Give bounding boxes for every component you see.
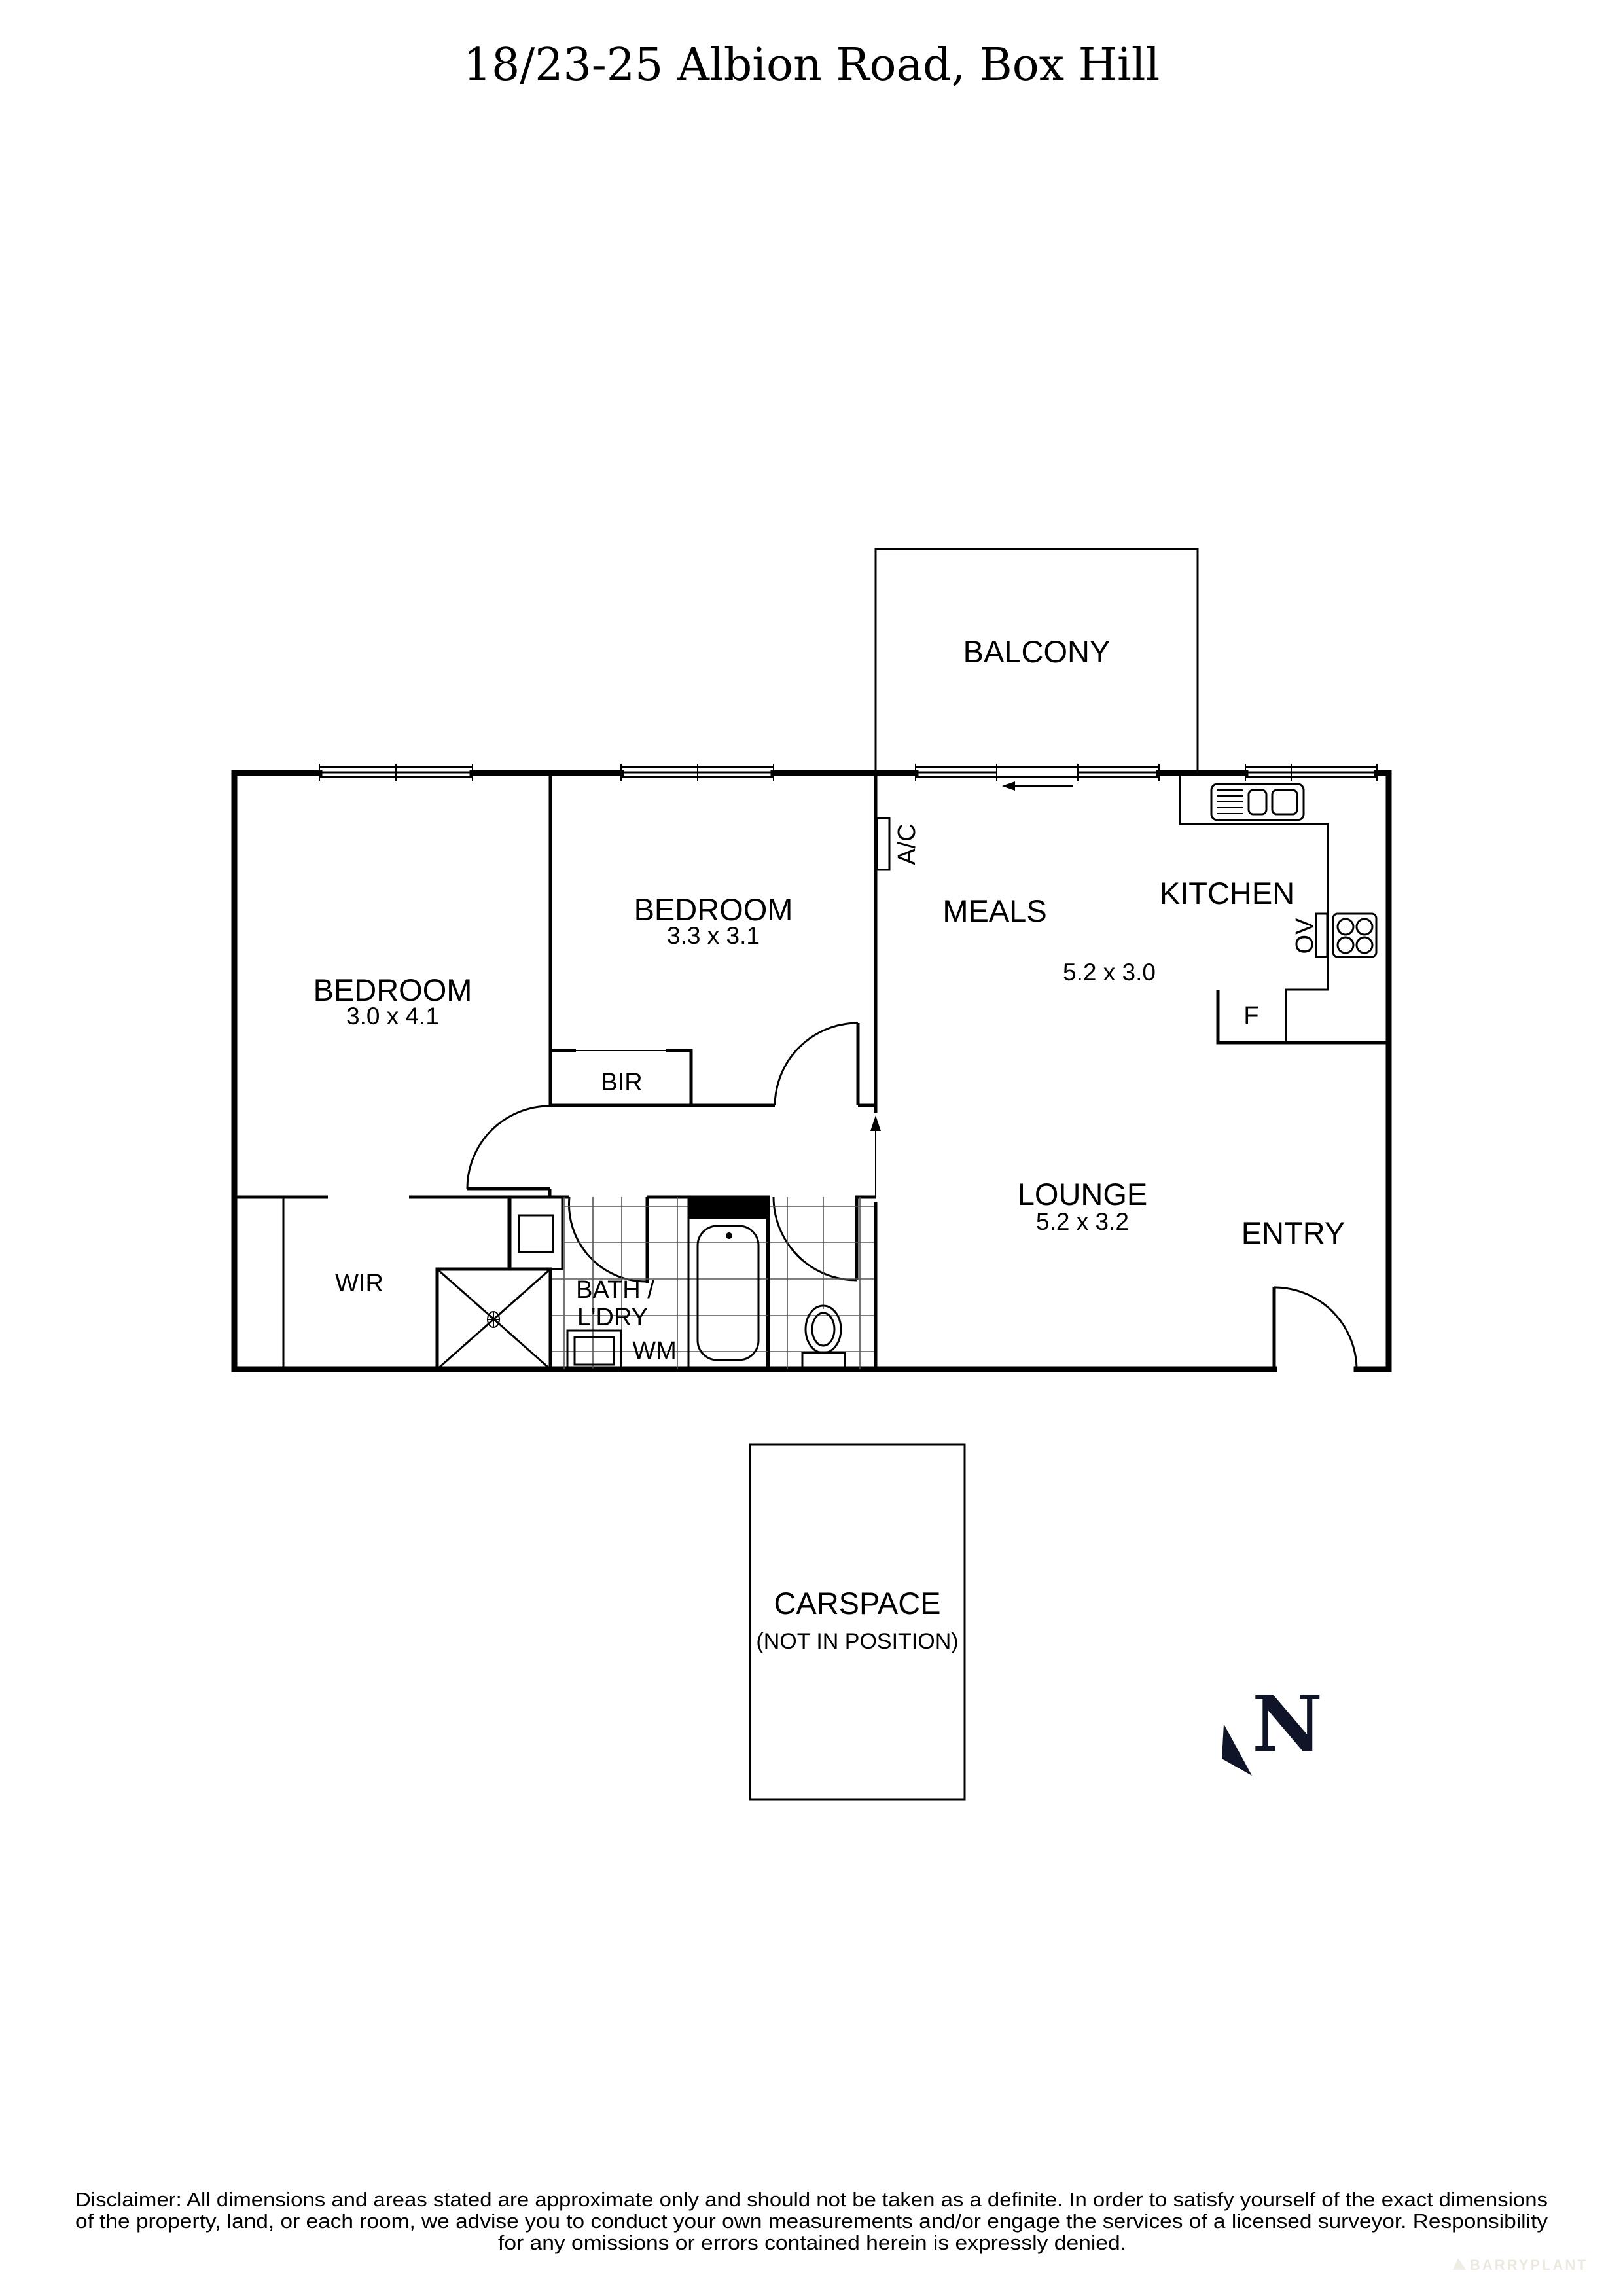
brand-watermark: BARRYPLANT xyxy=(1453,2257,1588,2273)
shower xyxy=(435,1267,552,1371)
outer-walls xyxy=(231,770,1392,1372)
air-conditioner xyxy=(876,817,891,871)
disclaimer: Disclaimer: All dimensions and areas sta… xyxy=(75,2188,1548,2254)
wc-door-swing xyxy=(772,1196,857,1282)
meals-dimensions: 5.2 x 3.0 xyxy=(1063,959,1156,986)
bir-label: BIR xyxy=(601,1069,642,1096)
carspace-sublabel: (NOT IN POSITION) xyxy=(756,1629,958,1654)
oven-label: OV xyxy=(1291,918,1319,954)
interior-walls xyxy=(234,773,1276,1369)
balcony: BALCONY xyxy=(874,548,1199,772)
doors xyxy=(466,1022,1358,1370)
bath-label-line1: BATH / xyxy=(576,1276,654,1304)
balcony-label: BALCONY xyxy=(963,634,1111,669)
entry-label: ENTRY xyxy=(1241,1215,1345,1250)
fridge-label: F xyxy=(1243,1002,1258,1030)
bathroom-fixtures xyxy=(435,1196,874,1371)
watermark-logo-icon xyxy=(1453,2258,1466,2270)
north-arrow-icon xyxy=(1222,1724,1252,1776)
bedroom-2-label: BEDROOM xyxy=(634,892,793,927)
tile-grid xyxy=(550,1197,874,1369)
disclaimer-line-3: for any omissions or errors contained he… xyxy=(498,2231,1126,2254)
window-bedroom-2 xyxy=(620,764,774,781)
lounge-label: LOUNGE xyxy=(1018,1177,1148,1211)
bathtub xyxy=(687,1197,770,1371)
page-title: 18/23-25 Albion Road, Box Hill xyxy=(463,39,1160,91)
ac-label: A/C xyxy=(893,823,921,865)
bath-label-line2: L'DRY xyxy=(577,1304,648,1331)
meals-label: MEALS xyxy=(942,893,1046,928)
lounge-dimensions: 5.2 x 3.2 xyxy=(1036,1208,1129,1235)
wir-label: WIR xyxy=(335,1270,383,1297)
windows xyxy=(319,764,1378,791)
entry-door-swing xyxy=(1274,1286,1358,1370)
kitchen-label: KITCHEN xyxy=(1160,876,1294,910)
bedroom-2-dimensions: 3.3 x 3.1 xyxy=(667,922,760,949)
disclaimer-line-1: Disclaimer: All dimensions and areas sta… xyxy=(75,2188,1548,2211)
bedroom-1-door-swing xyxy=(466,1105,550,1189)
bedroom-2-door-swing xyxy=(774,1022,859,1106)
washing-machine-label: WM xyxy=(632,1337,677,1365)
bedroom-1-label: BEDROOM xyxy=(313,973,473,1007)
bedroom-1-dimensions: 3.0 x 4.1 xyxy=(346,1003,439,1030)
kitchen-sink-icon xyxy=(1210,783,1305,821)
room-labels: BEDROOM 3.0 x 4.1 BEDROOM 3.3 x 3.1 BIR … xyxy=(313,876,1346,1365)
sliding-door-balcony xyxy=(915,764,1160,791)
cooktop-icon xyxy=(1332,912,1378,958)
disclaimer-line-2: of the property, land, or each room, we … xyxy=(75,2210,1548,2233)
bathroom-door-swing xyxy=(568,1196,647,1283)
carspace: CARSPACE (NOT IN POSITION) xyxy=(749,1443,966,1801)
window-bedroom-1 xyxy=(319,764,473,781)
oven xyxy=(1315,912,1329,958)
compass: N xyxy=(1222,1678,1323,1776)
washing-machine xyxy=(566,1329,622,1371)
window-kitchen xyxy=(1245,764,1378,781)
kitchen-fixtures: OV A/C F xyxy=(876,776,1389,1045)
north-label: N xyxy=(1252,1678,1323,1769)
carspace-label: CARSPACE xyxy=(774,1586,940,1621)
watermark-text: BARRYPLANT xyxy=(1470,2257,1588,2273)
